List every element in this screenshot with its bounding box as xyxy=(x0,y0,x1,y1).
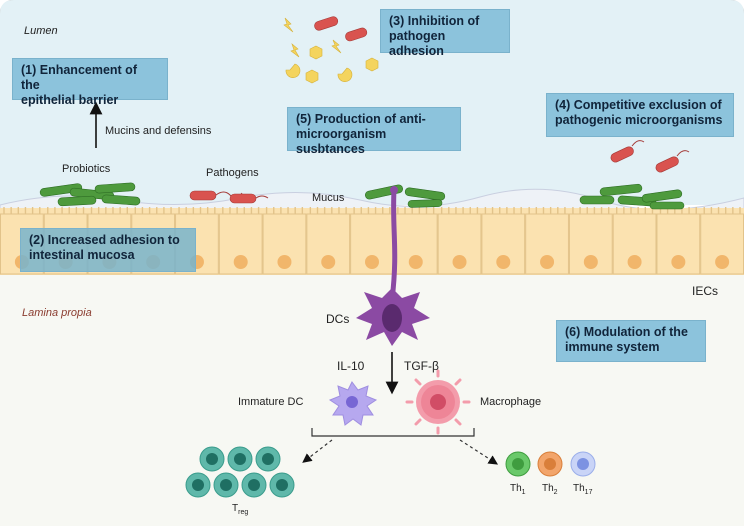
mechanism-1-line-1: (1) Enhancement of the xyxy=(21,63,137,92)
cell-nucleus xyxy=(671,255,686,269)
pathogens-top xyxy=(314,16,368,42)
th1-cell xyxy=(505,451,531,477)
th2-cell xyxy=(537,451,563,477)
probiotics-label: Probiotics xyxy=(62,163,111,175)
immature-dc-label: Immature DC xyxy=(238,396,304,408)
mechanism-5-box: (5) Production of anti- microorganism su… xyxy=(287,107,461,156)
th17-label-sub: 17 xyxy=(584,489,593,496)
il10-label: IL-10 xyxy=(337,359,365,373)
th17-cell xyxy=(570,451,596,477)
mechanism-5-line-2: microorganism susbtances xyxy=(296,127,387,156)
mechanism-6-line-2: immune system xyxy=(565,340,660,354)
mechanism-3-line-2: pathogen adhesion xyxy=(389,29,446,58)
th2-label: Th2 xyxy=(542,482,558,499)
immature-dc-cell xyxy=(328,381,378,426)
mechanism-5-line-1: (5) Production of anti- xyxy=(296,112,426,126)
th2-label-main: Th xyxy=(542,483,554,494)
cell-nucleus xyxy=(583,255,598,269)
mechanism-6-line-1: (6) Modulation of the xyxy=(565,325,688,339)
cell-nucleus xyxy=(277,255,292,269)
dc-dendrite-tip xyxy=(390,186,398,194)
treg-cells xyxy=(185,446,295,498)
mechanism-6-box: (6) Modulation of the immune system xyxy=(556,320,706,362)
pathogens-label: Pathogens xyxy=(206,167,259,179)
mechanism-2-line-2: intestinal mucosa xyxy=(29,248,135,262)
tgfb-label: TGF-β xyxy=(404,359,439,373)
cell-nucleus xyxy=(452,255,467,269)
macrophage-label: Macrophage xyxy=(480,396,542,408)
antimicrobial-substances xyxy=(283,17,379,84)
probiotics-cluster-right xyxy=(579,183,685,210)
mechanism-2-line-1: (2) Increased adhesion to xyxy=(29,233,180,247)
mucins-label: Mucins and defensins xyxy=(105,125,212,137)
treg-nucleus xyxy=(192,479,204,491)
th17-label-main: Th xyxy=(573,483,585,494)
treg-nucleus xyxy=(206,453,218,465)
mechanism-1-line-2: epithelial barrier xyxy=(21,93,119,107)
lumen-label: Lumen xyxy=(24,25,58,37)
mechanism-2-box: (2) Increased adhesion to intestinal muc… xyxy=(20,228,196,272)
mechanism-4-line-1: (4) Competitive exclusion of xyxy=(555,98,722,112)
treg-label: Treg xyxy=(232,502,248,519)
cell-nucleus xyxy=(408,255,423,269)
cell-nucleus xyxy=(540,255,555,269)
mechanism-4-box: (4) Competitive exclusion of pathogenic … xyxy=(546,93,734,137)
dcs-label: DCs xyxy=(326,312,350,326)
treg-nucleus xyxy=(262,453,274,465)
dc-dendrite xyxy=(389,187,398,303)
bracket xyxy=(311,428,475,437)
treg-nucleus xyxy=(220,479,232,491)
dendritic-cell xyxy=(356,288,430,346)
arrow-to-th xyxy=(459,439,499,465)
macrophage-cell xyxy=(405,369,471,435)
treg-nucleus xyxy=(234,453,246,465)
th2-label-sub: 2 xyxy=(553,489,558,496)
th1-label-main: Th xyxy=(510,483,522,494)
pathogens-right xyxy=(610,140,690,173)
probiotics-cluster-left xyxy=(39,182,141,207)
epithelial-cell xyxy=(656,213,701,275)
mechanism-1-box: (1) Enhancement of the epithelial barrie… xyxy=(12,58,168,107)
mechanism-3-box: (3) Inhibition of pathogen adhesion xyxy=(380,9,510,58)
lamina-propria-label: Lamina propia xyxy=(22,307,92,319)
cell-nucleus xyxy=(233,255,248,269)
cell-nucleus xyxy=(496,255,511,269)
mechanism-3-line-1: (3) Inhibition of xyxy=(389,14,480,28)
th1-label-sub: 1 xyxy=(521,489,526,496)
cell-nucleus xyxy=(321,255,336,269)
cell-nucleus xyxy=(715,255,730,269)
cell-nucleus xyxy=(365,255,379,269)
treg-nucleus xyxy=(248,479,260,491)
th17-label: Th17 xyxy=(573,482,592,499)
cell-nucleus xyxy=(627,255,642,269)
mechanism-4-line-2: pathogenic microorganisms xyxy=(555,113,723,127)
mucus-label: Mucus xyxy=(312,192,345,204)
th1-label: Th1 xyxy=(510,482,526,499)
lumen-region xyxy=(0,0,744,205)
treg-label-main: T xyxy=(232,503,239,514)
treg-label-sub: reg xyxy=(238,509,249,516)
treg-nucleus xyxy=(276,479,288,491)
pathogens-near-epithelium xyxy=(189,190,269,204)
iecs-label: IECs xyxy=(692,284,719,298)
